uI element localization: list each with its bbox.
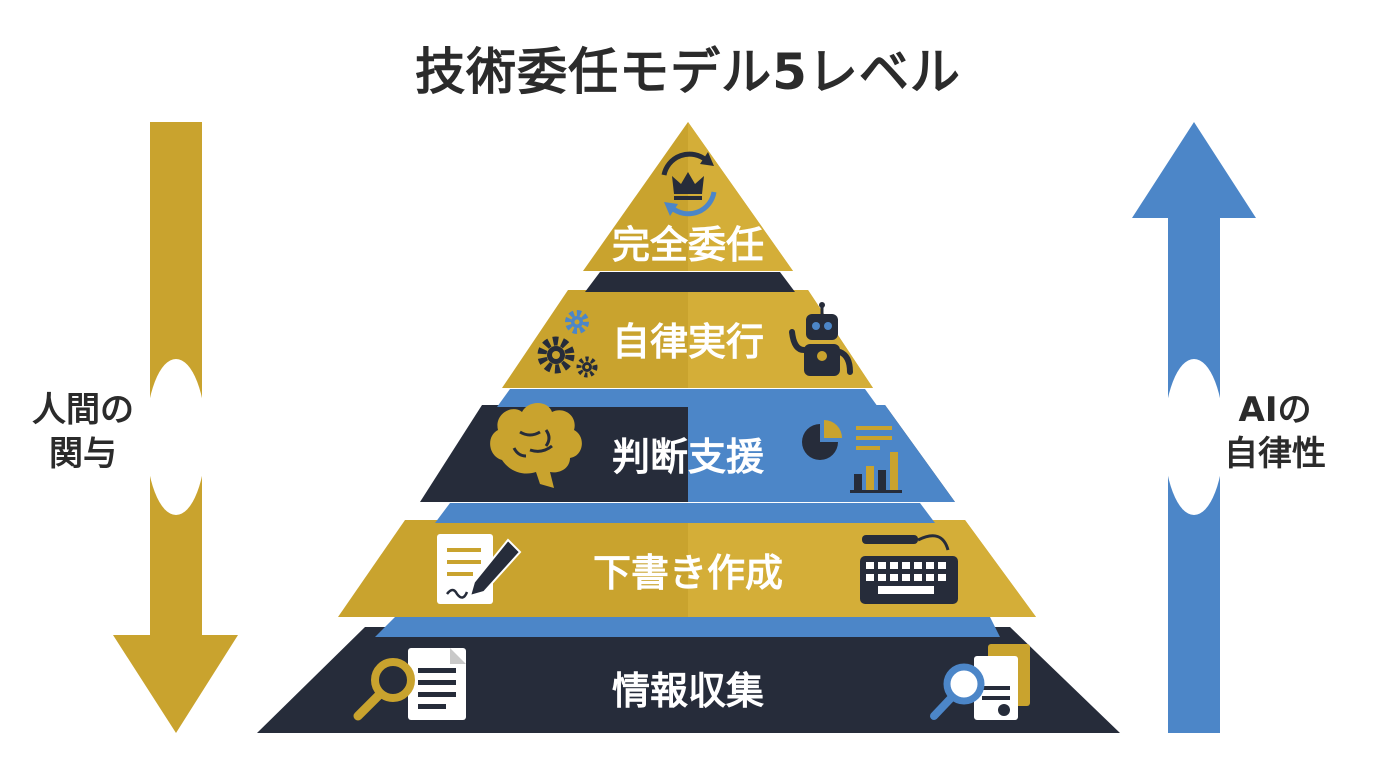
right-arrow-label: AIの 自律性 xyxy=(1212,388,1338,476)
document-search-icon xyxy=(930,644,1030,720)
pyramid-level-2: 自律実行 xyxy=(502,272,873,388)
robot-icon xyxy=(789,302,853,376)
pyramid-level-4: 下書き作成 xyxy=(338,503,1036,617)
gears-icon xyxy=(537,310,598,378)
level-label: 完全委任 xyxy=(612,223,764,267)
pyramid-level-3: 判断支援 xyxy=(420,389,955,502)
analytics-chart-icon xyxy=(802,420,902,493)
document-pen-icon xyxy=(437,534,522,604)
level-label: 情報収集 xyxy=(612,669,764,713)
right-arrow-label-line2: 自律性 xyxy=(1224,434,1326,474)
pyramid-level-5: 情報収集 xyxy=(257,617,1120,733)
right-arrow xyxy=(1132,122,1256,733)
level-label: 自律実行 xyxy=(612,320,764,364)
left-arrow-label-line2: 関与 xyxy=(49,434,117,474)
level-label: 判断支援 xyxy=(612,435,765,479)
right-arrow-label-line1: AIの xyxy=(1238,390,1312,430)
level-label: 下書き作成 xyxy=(593,551,783,595)
pyramid-level-1: 完全委任 xyxy=(583,122,793,271)
brain-icon xyxy=(490,403,582,488)
crown-cycle-icon xyxy=(661,151,717,217)
page-title: 技術委任モデル5レベル xyxy=(415,43,961,101)
keyboard-icon xyxy=(860,534,958,604)
left-arrow-label: 人間の 関与 xyxy=(28,388,138,476)
left-arrow-label-line1: 人間の xyxy=(32,390,134,430)
left-arrow xyxy=(113,122,238,733)
magnifier-document-icon xyxy=(353,648,466,721)
